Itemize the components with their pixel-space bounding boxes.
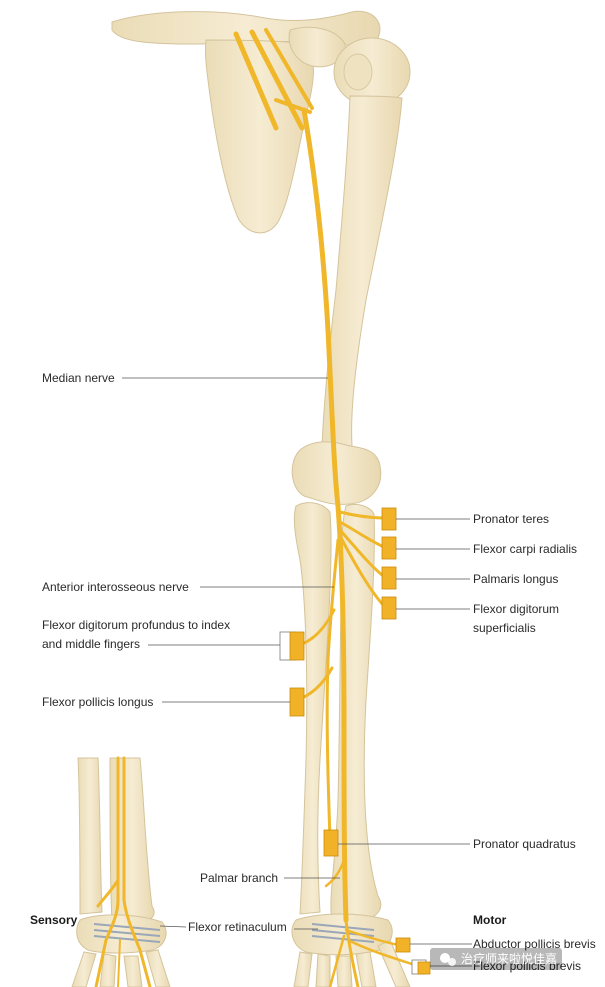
label-motor: Motor: [473, 913, 507, 927]
watermark: 治疗师来啦悦佳嘉: [430, 948, 562, 970]
label-pronator-quadratus: Pronator quadratus: [473, 837, 576, 851]
inset-forearm: [71, 757, 171, 987]
label-fdp-line2: and middle fingers: [42, 637, 140, 651]
label-fpb: Flexor pollicis brevis: [473, 959, 581, 973]
watermark-text: 治疗师来啦悦佳嘉: [461, 951, 557, 966]
wechat-icon: [440, 953, 456, 966]
label-palmar-branch: Palmar branch: [200, 871, 278, 885]
label-fdp-line1: Flexor digitorum profundus to index: [42, 618, 230, 632]
inset-nerve: [94, 756, 152, 987]
label-flexor-retinaculum: Flexor retinaculum: [188, 920, 287, 934]
labels-left: Median nerve Anterior interosseous nerve…: [30, 371, 287, 934]
label-palmaris-longus: Palmaris longus: [473, 572, 558, 586]
marker-fds: [381, 596, 397, 620]
labels-right: Pronator teres Flexor carpi radialis Pal…: [473, 512, 596, 973]
label-sensory: Sensory: [30, 913, 78, 927]
muscle-markers: [279, 507, 431, 975]
marker-apb: [395, 937, 411, 953]
label-fds-line1: Flexor digitorum: [473, 602, 559, 616]
label-median-nerve: Median nerve: [42, 371, 115, 385]
marker-fcr: [381, 536, 397, 560]
label-fcr: Flexor carpi radialis: [473, 542, 577, 556]
label-apb: Abductor pollicis brevis: [473, 937, 596, 951]
marker-fpb: [417, 961, 431, 975]
label-pronator-teres: Pronator teres: [473, 512, 549, 526]
marker-pronator-quadratus: [323, 829, 339, 857]
marker-pronator-teres: [381, 507, 397, 531]
humerus: [291, 37, 411, 505]
label-fds-line2: superficialis: [473, 621, 536, 635]
leader-lines: [122, 377, 472, 967]
label-fpl: Flexor pollicis longus: [42, 695, 153, 709]
median-nerve-path: [233, 28, 420, 987]
label-anterior-interosseous: Anterior interosseous nerve: [42, 580, 189, 594]
scapula-clavicle: [111, 10, 381, 234]
marker-fpl: [289, 687, 305, 717]
marker-palmaris-longus: [381, 566, 397, 590]
forearm-bones: [293, 502, 382, 921]
marker-fdp: [289, 631, 305, 661]
inset-retinaculum-band: [93, 923, 161, 943]
